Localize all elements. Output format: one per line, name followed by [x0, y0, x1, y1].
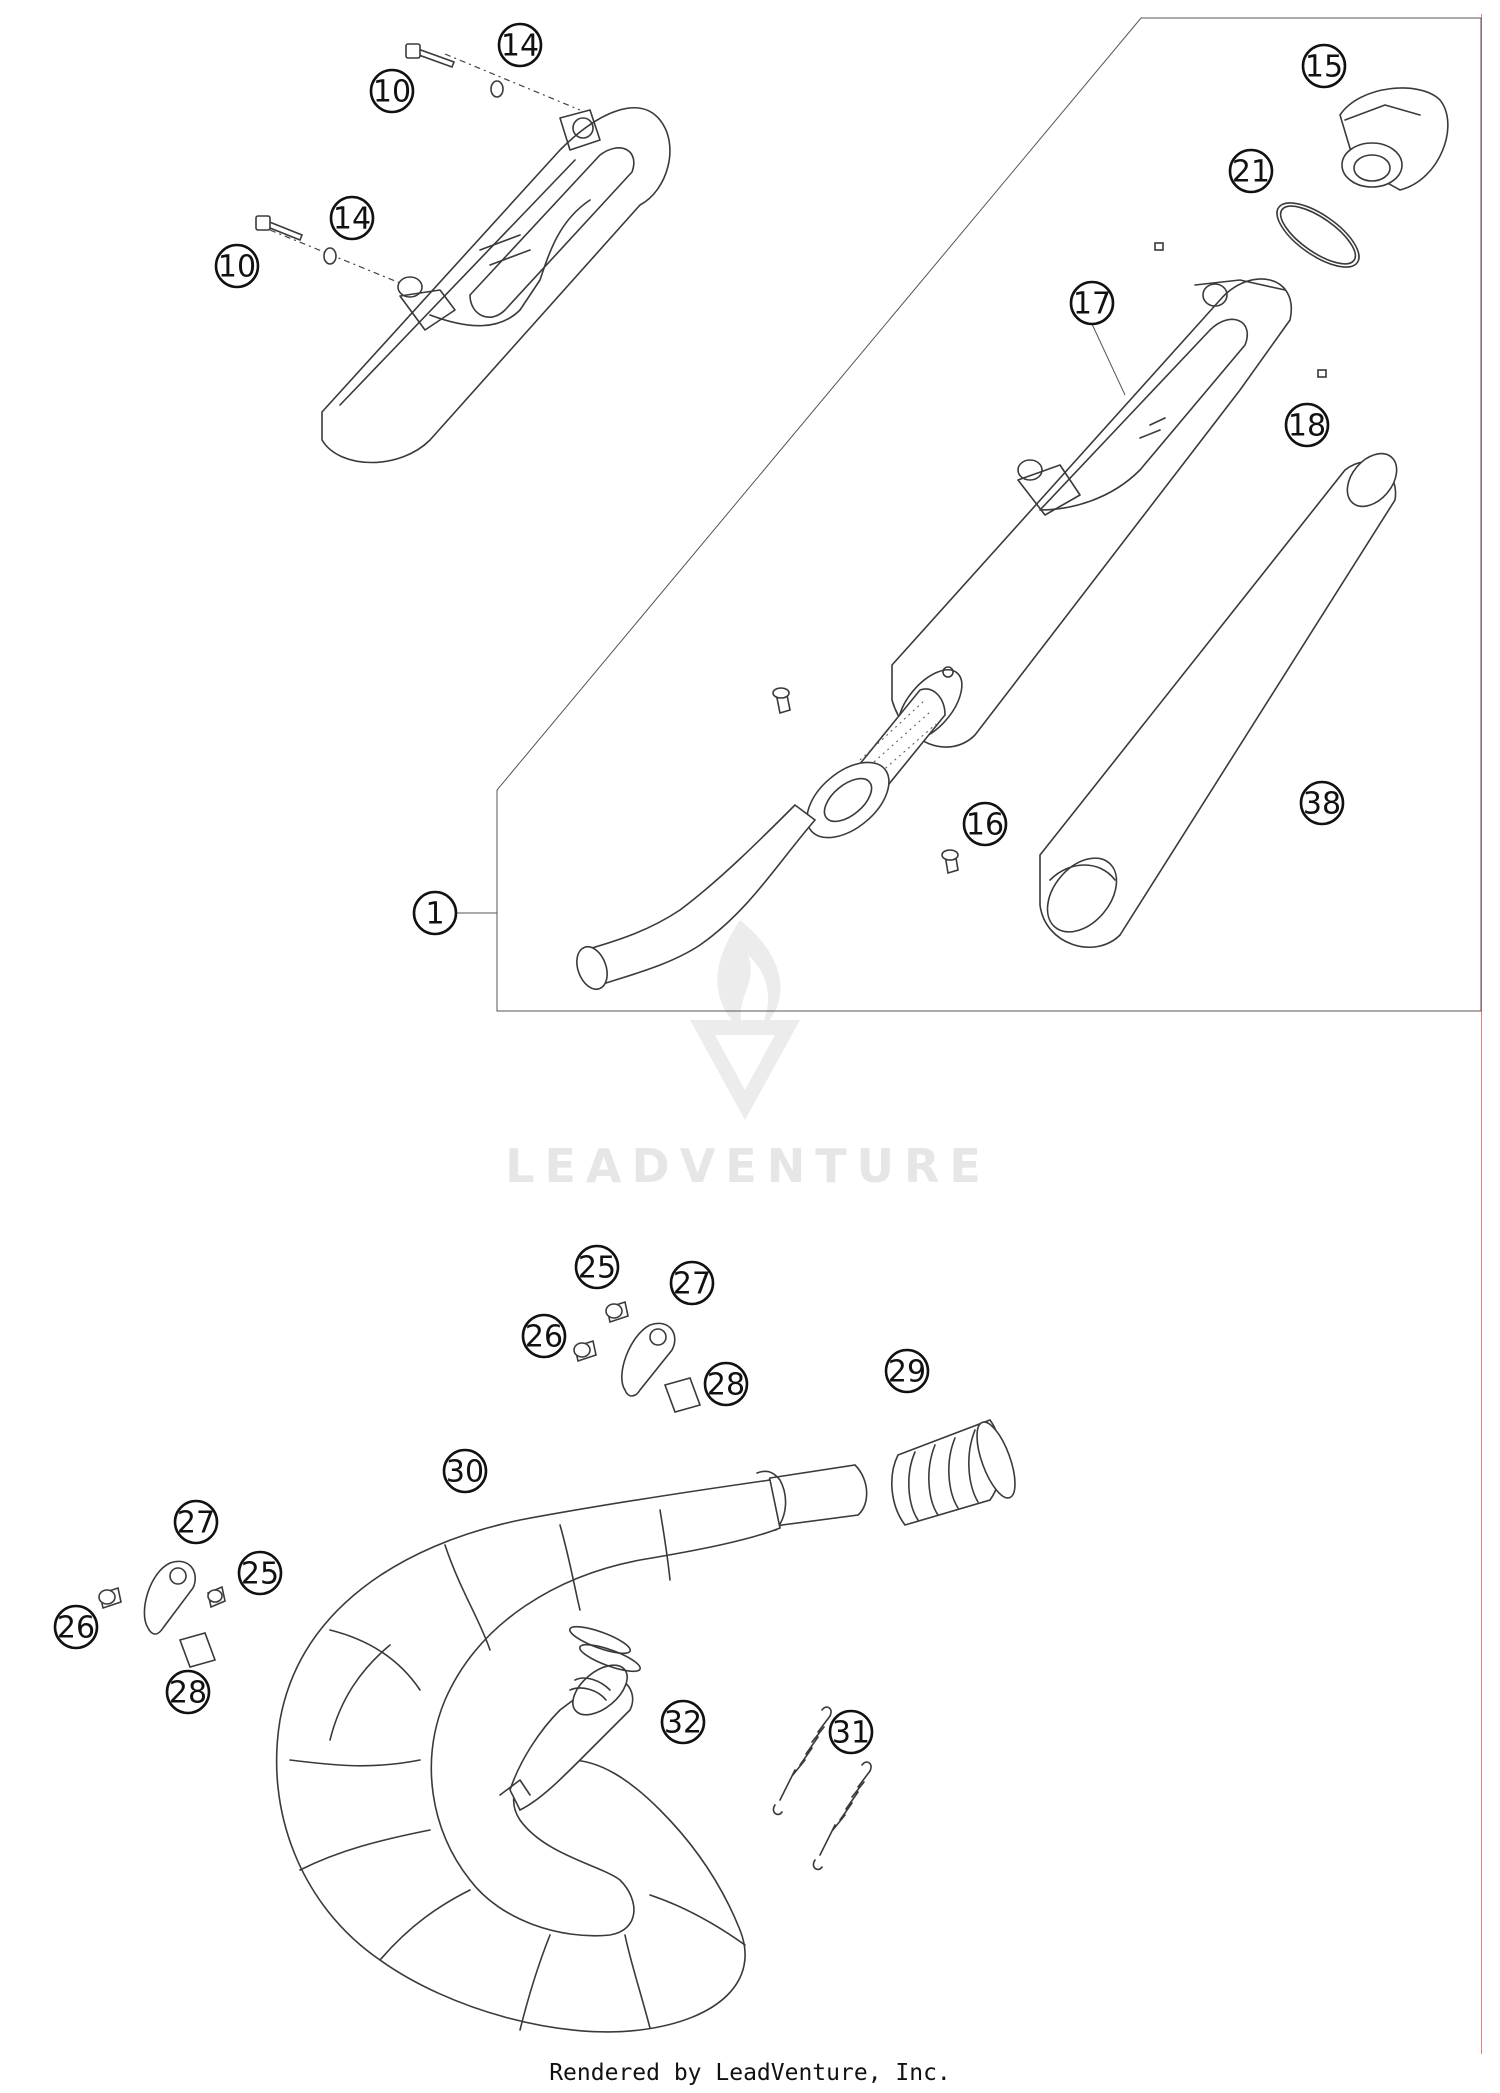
assembly-boundary — [496, 17, 1482, 1012]
svg-text:1: 1 — [425, 897, 444, 932]
callout-26: 26 — [53, 1604, 99, 1650]
svg-text:32: 32 — [664, 1706, 702, 1741]
watermark-logo — [690, 920, 800, 1120]
callout-25: 25 — [237, 1550, 283, 1596]
svg-text:27: 27 — [177, 1506, 215, 1541]
callout-27: 27 — [669, 1260, 715, 1306]
svg-text:30: 30 — [446, 1455, 484, 1490]
svg-text:26: 26 — [57, 1611, 95, 1646]
callout-30: 30 — [442, 1448, 488, 1494]
watermark-text: LEADVENTURE — [505, 1139, 991, 1193]
callout-15: 15 — [1301, 43, 1347, 89]
svg-text:25: 25 — [578, 1251, 616, 1286]
link-pipe-part — [576, 761, 890, 991]
o-ring-part — [1276, 202, 1360, 268]
svg-text:38: 38 — [1303, 787, 1341, 822]
svg-text:26: 26 — [525, 1320, 563, 1355]
svg-text:28: 28 — [707, 1368, 745, 1403]
svg-text:18: 18 — [1288, 409, 1326, 444]
callout-16: 16 — [962, 801, 1008, 847]
callout-14: 14 — [497, 22, 543, 68]
callout-14: 14 — [329, 195, 375, 241]
svg-text:10: 10 — [218, 250, 256, 285]
svg-text:29: 29 — [888, 1355, 926, 1390]
svg-text:31: 31 — [832, 1716, 870, 1751]
screw-parts — [772, 242, 1327, 875]
svg-text:15: 15 — [1305, 50, 1343, 85]
callout-32: 32 — [660, 1699, 706, 1745]
page-edge-rule — [1481, 14, 1482, 2054]
callout-29: 29 — [884, 1348, 930, 1394]
rubber-bellow-part — [891, 1419, 1016, 1526]
bracket-hardware-upper — [573, 1300, 702, 1413]
callout-10: 10 — [214, 243, 260, 289]
callout-18: 18 — [1284, 402, 1330, 448]
svg-text:10: 10 — [373, 75, 411, 110]
footer-credit: Rendered by LeadVenture, Inc. — [549, 2060, 951, 2086]
callout-38: 38 — [1299, 780, 1345, 826]
gasket-parts — [569, 1625, 641, 1673]
spring-parts — [772, 1706, 872, 1871]
svg-text:25: 25 — [241, 1557, 279, 1592]
callout-25: 25 — [574, 1244, 620, 1290]
svg-text:21: 21 — [1232, 155, 1270, 190]
bracket-hardware-left — [98, 1560, 226, 1668]
callout-26: 26 — [521, 1313, 567, 1359]
callout-17: 17 — [1069, 280, 1126, 396]
callout-27: 27 — [173, 1499, 219, 1545]
svg-text:14: 14 — [501, 29, 539, 64]
expansion-chamber-part — [275, 1464, 868, 2033]
callout-10: 10 — [369, 68, 415, 114]
callout-21: 21 — [1228, 148, 1274, 194]
silencer-mount-detail — [255, 43, 671, 464]
callout-1: 1 — [412, 890, 458, 936]
svg-text:17: 17 — [1073, 287, 1111, 322]
callout-28: 28 — [165, 1669, 211, 1715]
callout-31: 31 — [828, 1709, 874, 1755]
svg-text:27: 27 — [673, 1267, 711, 1302]
svg-text:16: 16 — [966, 808, 1004, 843]
silencer-sleeve-part — [1039, 452, 1398, 949]
callout-28: 28 — [703, 1361, 749, 1407]
end-cap-part — [1339, 87, 1449, 191]
svg-text:14: 14 — [333, 202, 371, 237]
svg-text:28: 28 — [169, 1676, 207, 1711]
